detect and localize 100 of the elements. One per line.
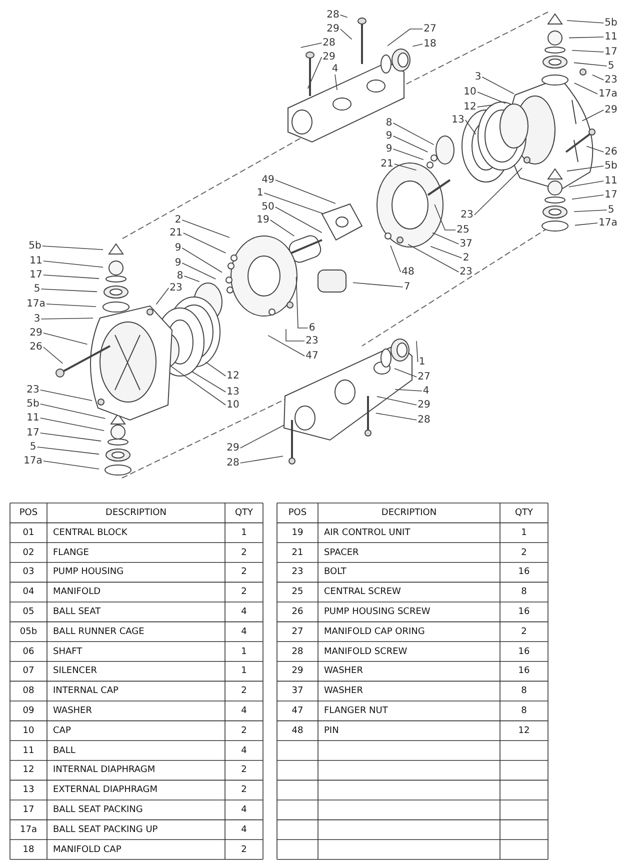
leader-line — [376, 396, 418, 406]
quantity: 2 — [241, 844, 247, 856]
part-description: FLANGE — [53, 546, 89, 559]
leader-line — [392, 136, 428, 152]
leader-line — [274, 180, 336, 204]
leader-line — [352, 282, 404, 288]
part-description: AIR CONTROL UNIT — [324, 526, 410, 539]
quantity: 2 — [241, 566, 247, 578]
part-number: 29 — [292, 665, 304, 678]
leader-line — [476, 92, 506, 104]
part-number: 04 — [22, 586, 34, 598]
callout-number: 3 — [32, 314, 42, 324]
callout-number: 9 — [384, 130, 394, 142]
quantity: 2 — [241, 685, 247, 698]
leader-line — [268, 335, 306, 356]
leader-line — [42, 260, 104, 268]
leader-line — [156, 288, 170, 305]
callout-number: 4 — [422, 386, 430, 396]
callout-number: 29 — [28, 328, 44, 338]
callout-number: 3 — [474, 72, 482, 82]
callout-number: 10 — [462, 86, 478, 98]
callout-number: 23 — [168, 282, 184, 294]
leader-line — [182, 220, 230, 238]
leader-line — [42, 332, 88, 345]
leader-line — [340, 14, 348, 18]
leader-line — [416, 340, 418, 362]
callout-number: 17a — [598, 88, 618, 100]
callout-number: 11 — [604, 32, 618, 42]
callout-number: 5b — [604, 18, 618, 28]
leader-line — [408, 244, 460, 272]
column-header: QTY — [514, 507, 534, 519]
callout-number: 13 — [450, 114, 466, 126]
leader-line — [592, 74, 604, 80]
callout-number: 49 — [260, 174, 276, 186]
callout-number: 17a — [598, 218, 618, 228]
leader-line — [46, 304, 96, 308]
callout-number: 9 — [174, 258, 182, 268]
leader-line — [264, 192, 324, 214]
callout-number: 17a — [22, 456, 44, 466]
part-number: 18 — [22, 844, 34, 856]
part-number: 21 — [292, 546, 304, 559]
part-number: 48 — [292, 724, 304, 737]
quantity: 1 — [241, 526, 247, 539]
leader-line — [334, 74, 338, 90]
quantity: 8 — [521, 705, 527, 717]
leader-line — [572, 50, 604, 52]
part-description: WASHER — [324, 685, 363, 698]
part-description: WASHER — [324, 665, 363, 678]
quantity: 8 — [521, 586, 527, 598]
callout-number: 50 — [260, 202, 276, 212]
leader-line — [482, 76, 514, 94]
callout-number: 26 — [604, 146, 618, 158]
column-header: POS — [19, 507, 38, 519]
quantity: 4 — [241, 606, 247, 618]
part-description: WASHER — [53, 705, 92, 717]
part-number: 19 — [292, 526, 304, 539]
callout-number: 7 — [402, 282, 412, 292]
leader-line — [182, 232, 226, 254]
callout-number: 28 — [326, 10, 340, 20]
callout-number: 17 — [604, 46, 618, 58]
part-number: 25 — [292, 586, 304, 598]
callout-number: 27 — [416, 372, 432, 382]
part-description: SHAFT — [53, 646, 82, 658]
quantity: 2 — [521, 626, 527, 638]
leader-line — [568, 180, 604, 188]
callout-number: 5b — [604, 160, 618, 172]
part-description: PUMP HOUSING SCREW — [324, 606, 430, 618]
quantity: 16 — [518, 566, 530, 578]
column-header: DECRIPTION — [381, 507, 437, 519]
callout-number: 26 — [28, 342, 44, 352]
callout-number: 6 — [308, 322, 316, 334]
column-header: QTY — [234, 507, 254, 519]
quantity: 4 — [241, 804, 247, 816]
part-number: 06 — [22, 646, 34, 658]
leader-line — [40, 318, 94, 320]
quantity: 4 — [241, 744, 247, 757]
leader-line — [476, 104, 494, 108]
callout-number: 5 — [606, 60, 616, 72]
part-number: 03 — [22, 566, 34, 578]
leader-line — [582, 110, 604, 122]
leader-line — [170, 366, 226, 406]
callout-number: 12 — [462, 102, 478, 112]
part-description: BALL SEAT — [53, 606, 101, 618]
callout-number: 29 — [226, 442, 240, 454]
callout-number: 23 — [458, 266, 474, 278]
callout-number: 9 — [384, 144, 394, 154]
leader-line — [42, 246, 104, 250]
callout-number: 1 — [418, 356, 426, 368]
callout-number: 25 — [456, 224, 470, 236]
leader-line — [586, 146, 604, 152]
leader-line — [274, 206, 322, 234]
part-number: 11 — [22, 744, 34, 757]
part-description: FLANGER NUT — [324, 705, 388, 717]
leader-line — [432, 232, 460, 244]
callout-number: 23 — [26, 384, 40, 396]
part-number: 28 — [292, 646, 304, 658]
callout-number: 37 — [458, 238, 474, 250]
part-description: BOLT — [324, 566, 346, 578]
part-number: 13 — [22, 784, 34, 796]
quantity: 2 — [241, 586, 247, 598]
